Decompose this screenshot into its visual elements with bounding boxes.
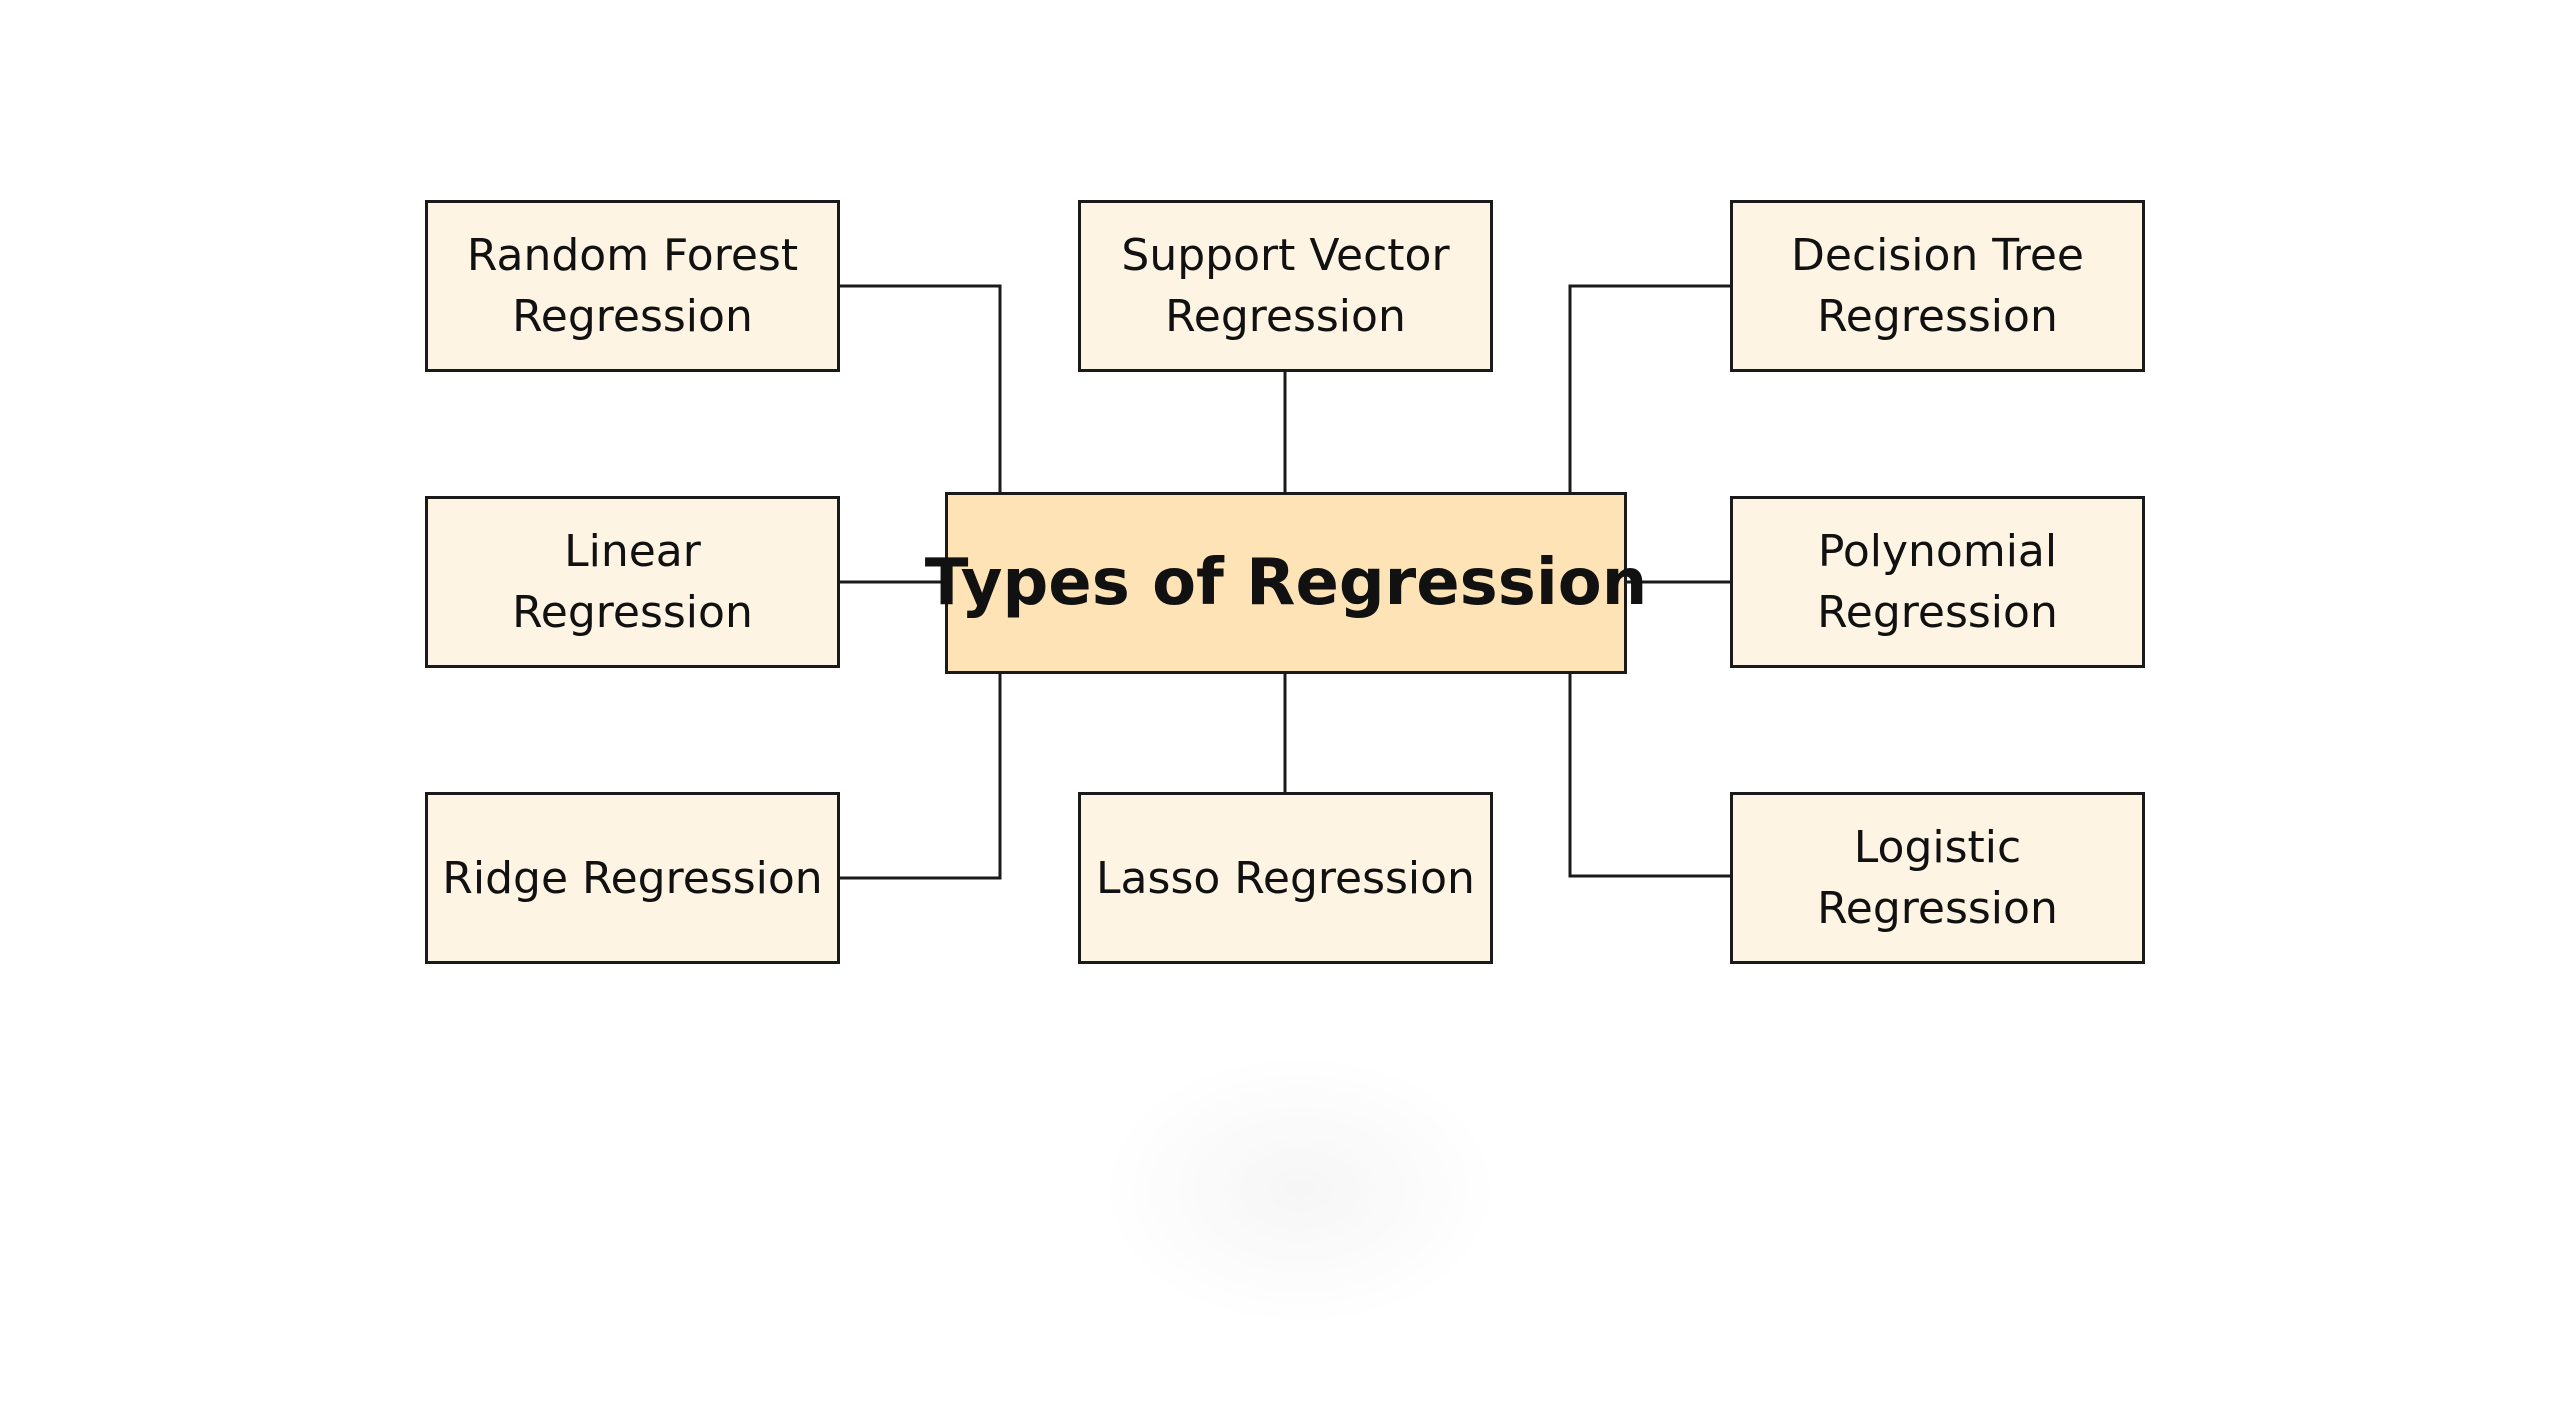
node-ridge-regression: Ridge Regression: [425, 792, 840, 964]
node-linear-regression: Linear Regression: [425, 496, 840, 668]
node-label: Decision Tree Regression: [1791, 230, 2084, 342]
center-node-title: Types of Regression: [924, 546, 1648, 620]
node-logistic-regression: Logistic Regression: [1730, 792, 2145, 964]
node-label: Lasso Regression: [1096, 852, 1475, 904]
node-decision-tree-regression: Decision Tree Regression: [1730, 200, 2145, 372]
connector-logistic: [1568, 674, 1730, 878]
node-label: Linear Regression: [512, 526, 753, 638]
connector-decision-tree: [1568, 284, 1730, 492]
center-node-types-of-regression: Types of Regression: [925, 492, 1647, 674]
connector-ridge: [840, 674, 1002, 880]
node-label: Support Vector Regression: [1121, 230, 1450, 342]
node-label: Ridge Regression: [442, 852, 823, 904]
node-random-forest-regression: Random Forest Regression: [425, 200, 840, 372]
node-lasso-regression: Lasso Regression: [1078, 792, 1493, 964]
node-support-vector-regression: Support Vector Regression: [1078, 200, 1493, 372]
node-label: Random Forest Regression: [466, 230, 799, 342]
node-polynomial-regression: Polynomial Regression: [1730, 496, 2145, 668]
node-label: Polynomial Regression: [1817, 526, 2058, 638]
faint-background-blob: [1110, 1060, 1490, 1320]
connector-random-forest: [840, 284, 1002, 492]
node-label: Logistic Regression: [1817, 822, 2058, 934]
